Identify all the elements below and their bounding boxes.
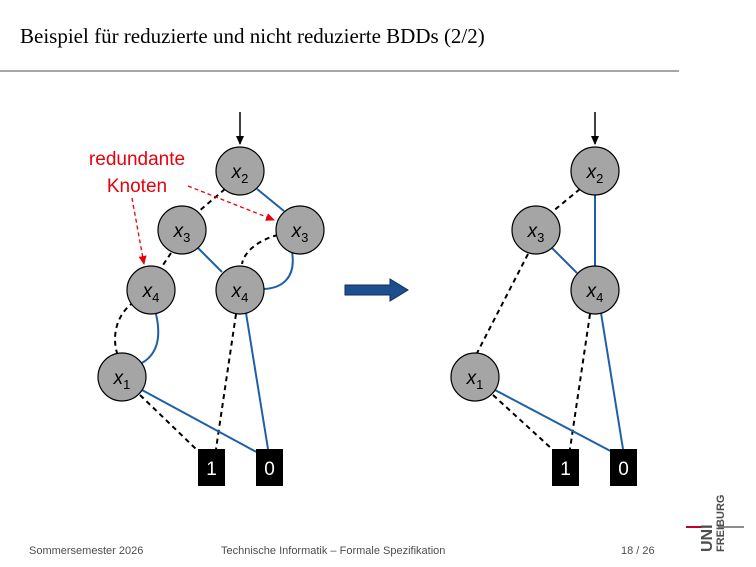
left-edge-x4b-t0 — [245, 312, 269, 450]
annotation-arrow-x4 — [131, 197, 147, 265]
left-edge-x3a-x4b — [197, 247, 223, 273]
right-edge-x2-x3 — [551, 188, 581, 213]
left-node-x3a: x3 — [157, 205, 207, 255]
right-edge-x3-x1 — [475, 253, 529, 356]
left-terminal-0: 0 — [256, 449, 283, 486]
left-node-x3b: x3 — [275, 205, 325, 255]
right-bdd: x2 x3 x4 x1 1 0 — [450, 112, 637, 486]
svg-text:x4: x4 — [231, 281, 249, 305]
left-edge-x1-t1 — [139, 394, 197, 450]
footer-page-number: 18 / 26 — [621, 545, 655, 557]
svg-text:1: 1 — [206, 459, 217, 480]
right-edge-x1-t1 — [492, 394, 553, 450]
left-edge-x1-t0 — [141, 389, 263, 456]
right-edge-x3-x4 — [551, 247, 578, 274]
transform-arrow — [344, 278, 409, 302]
title-divider — [0, 70, 679, 72]
annotation-arrow-x3 — [187, 185, 275, 221]
right-node-x2: x2 — [570, 146, 620, 196]
right-node-x3: x3 — [511, 205, 561, 255]
left-edge-x4a-x1-solid — [139, 313, 160, 365]
svg-text:x2: x2 — [231, 162, 249, 186]
left-node-x4a: x4 — [126, 265, 176, 315]
left-node-x4b: x4 — [215, 265, 265, 315]
logo-uni-text: UNI — [699, 524, 716, 552]
footer-semester: Sommersemester 2026 — [29, 545, 144, 557]
right-node-x4: x4 — [570, 265, 620, 315]
svg-text:x3: x3 — [527, 221, 545, 245]
svg-text:x1: x1 — [113, 368, 131, 392]
left-edge-x4b-t1 — [215, 313, 237, 450]
svg-text:1: 1 — [560, 459, 571, 480]
right-terminal-1: 1 — [552, 449, 579, 486]
redundant-nodes-annotation: redundante Knoten — [89, 149, 275, 265]
svg-text:x3: x3 — [173, 221, 191, 245]
logo-freiburg-text: FREIBURG — [715, 495, 727, 552]
right-node-x1: x1 — [450, 352, 500, 402]
right-edge-x4-t0 — [600, 312, 624, 450]
left-bdd: x2 x3 x3 x4 x4 x1 1 0 — [97, 112, 325, 486]
left-edge-x3a-x4a — [160, 252, 172, 269]
left-edge-x4a-x1 — [114, 301, 135, 357]
svg-text:0: 0 — [618, 459, 629, 480]
left-edge-x3b-x4b — [241, 234, 279, 265]
left-edge-x2-x3a — [197, 188, 226, 213]
annotation-line1: redundante — [89, 149, 185, 170]
svg-text:x4: x4 — [586, 281, 604, 305]
left-terminal-1: 1 — [198, 449, 225, 486]
right-terminal-0: 0 — [610, 449, 637, 486]
footer-course: Technische Informatik – Formale Spezifik… — [221, 545, 446, 557]
svg-text:x4: x4 — [142, 281, 160, 305]
university-logo: UNI FREIBURG — [686, 495, 744, 552]
svg-text:x1: x1 — [466, 368, 484, 392]
right-edge-x4-t1 — [569, 313, 591, 450]
annotation-line2: Knoten — [107, 176, 167, 197]
left-node-x1: x1 — [97, 352, 147, 402]
left-node-x2: x2 — [215, 146, 265, 196]
left-edge-x3b-x4b-solid — [263, 251, 294, 290]
svg-text:0: 0 — [264, 459, 275, 480]
right-edge-x1-t0 — [494, 389, 619, 456]
left-edge-x2-x3b — [256, 188, 285, 212]
svg-text:x2: x2 — [586, 162, 604, 186]
slide-title: Beispiel für reduzierte und nicht reduzi… — [20, 24, 485, 48]
svg-text:x3: x3 — [291, 221, 309, 245]
